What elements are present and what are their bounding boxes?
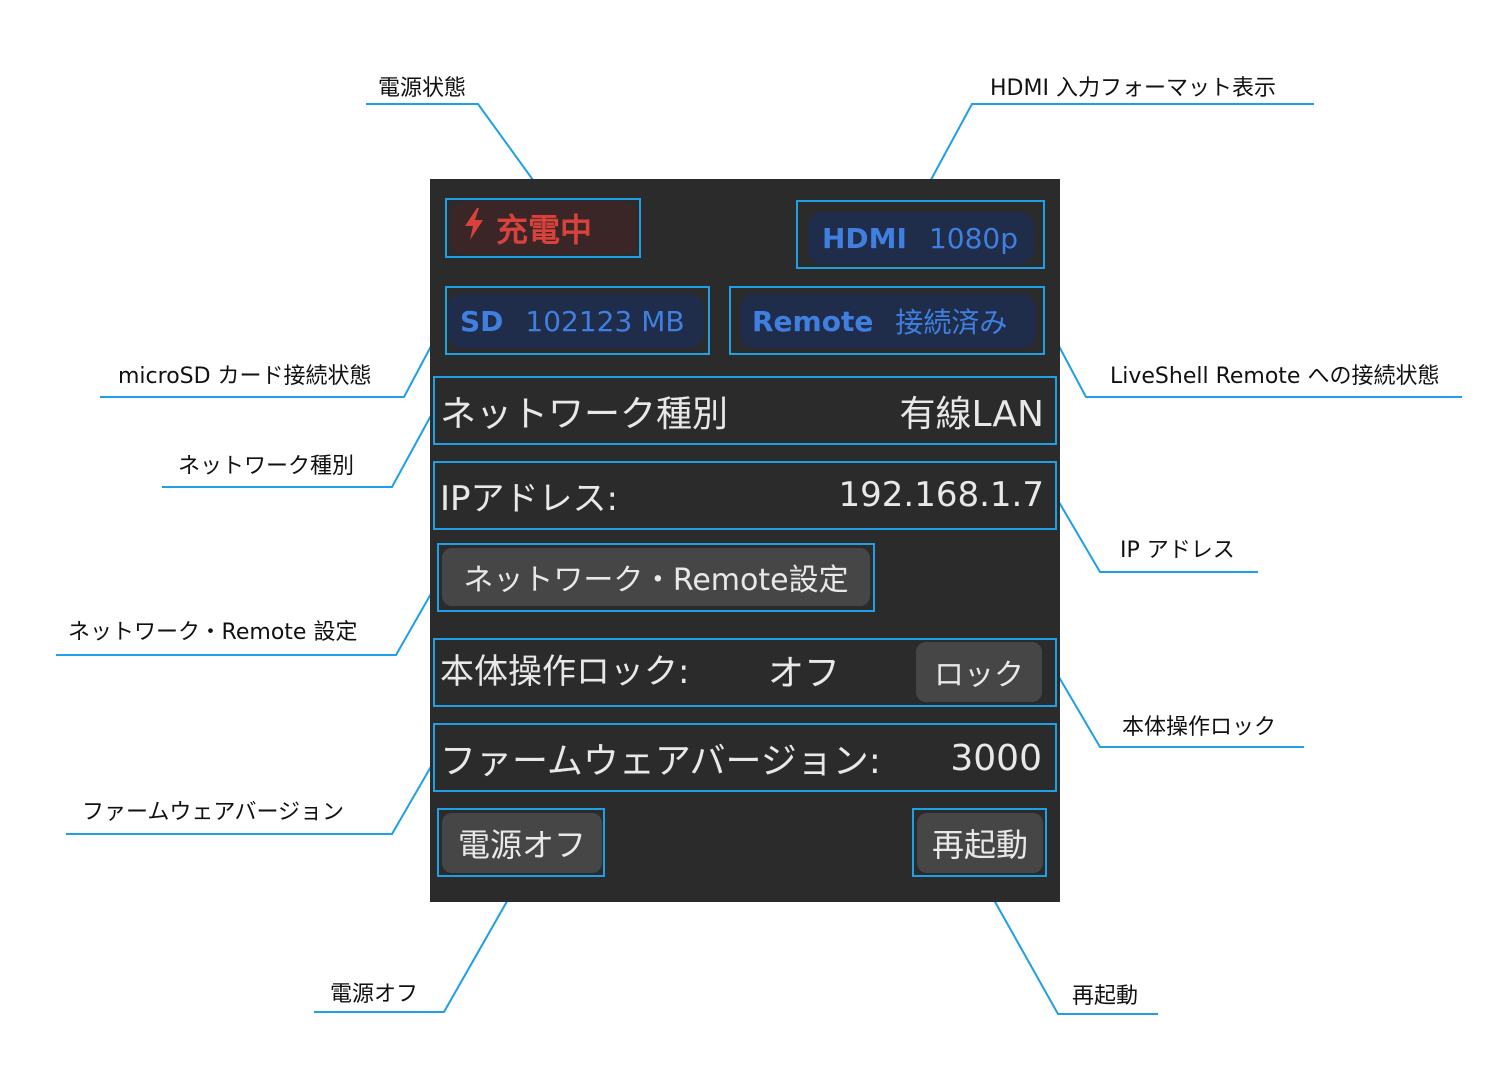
ip-address-row: IPアドレス: 192.168.1.7 [436, 464, 1054, 526]
callout-network-settings: ネットワーク・Remote 設定 [68, 620, 358, 645]
hdmi-key: HDMI [822, 221, 907, 255]
highlight-reboot [912, 808, 1047, 877]
device-lock-state: オフ [768, 653, 841, 694]
highlight-remote [729, 286, 1045, 355]
callout-remote: LiveShell Remote への接続状態 [1110, 364, 1440, 389]
highlight-ip [433, 461, 1057, 530]
highlight-power-off [437, 808, 605, 877]
remote-value: 接続済み [895, 306, 1008, 339]
firmware-version: 3000 [950, 737, 1042, 779]
sd-key: SD [460, 304, 504, 338]
sd-value: 102123 MB [525, 304, 685, 338]
reboot-button[interactable]: 再起動 [917, 813, 1043, 873]
ip-address-label: IPアドレス: [440, 478, 618, 519]
highlight-sd [445, 286, 710, 355]
highlight-network-type [433, 376, 1057, 445]
firmware-label: ファームウェアバージョン: [440, 741, 881, 782]
sd-status-badge: SD 102123 MB [448, 294, 704, 348]
callout-hdmi-format: HDMI 入力フォーマット表示 [990, 76, 1276, 101]
lock-button[interactable]: ロック [916, 642, 1042, 702]
callout-ip-address: IP アドレス [1120, 538, 1235, 563]
remote-status-badge: Remote 接続済み [740, 294, 1036, 348]
power-off-button[interactable]: 電源オフ [442, 813, 602, 873]
network-remote-settings-button[interactable]: ネットワーク・Remote設定 [442, 548, 870, 606]
remote-key: Remote [752, 304, 874, 338]
firmware-row: ファームウェアバージョン: 3000 [436, 727, 1054, 789]
device-lock-label: 本体操作ロック: [440, 652, 690, 692]
callout-power-off: 電源オフ [330, 982, 419, 1007]
ip-address-value: 192.168.1.7 [838, 475, 1044, 515]
highlight-firmware [433, 723, 1057, 792]
hdmi-format-badge: HDMI 1080p [808, 212, 1034, 264]
highlight-device-lock [433, 638, 1057, 707]
callout-reboot: 再起動 [1072, 984, 1139, 1009]
network-type-value: 有線LAN [899, 394, 1044, 435]
network-type-label: ネットワーク種別 [440, 394, 729, 435]
callout-device-lock: 本体操作ロック [1122, 715, 1277, 740]
highlight-hdmi [796, 200, 1045, 269]
callout-power-state: 電源状態 [378, 76, 467, 101]
lightning-bolt-icon [464, 208, 484, 248]
callout-network-type: ネットワーク種別 [178, 454, 355, 479]
power-state-badge: 充電中 [450, 202, 638, 254]
lightning-bolt-glyph [465, 208, 483, 240]
network-type-row: ネットワーク種別 有線LAN [436, 380, 1054, 442]
callout-microsd: microSD カード接続状態 [118, 364, 372, 389]
highlight-network-settings [437, 543, 875, 612]
hdmi-value: 1080p [928, 221, 1018, 255]
power-state-text: 充電中 [496, 211, 593, 249]
highlight-power-state [445, 198, 641, 258]
callout-firmware: ファームウェアバージョン [82, 800, 345, 825]
